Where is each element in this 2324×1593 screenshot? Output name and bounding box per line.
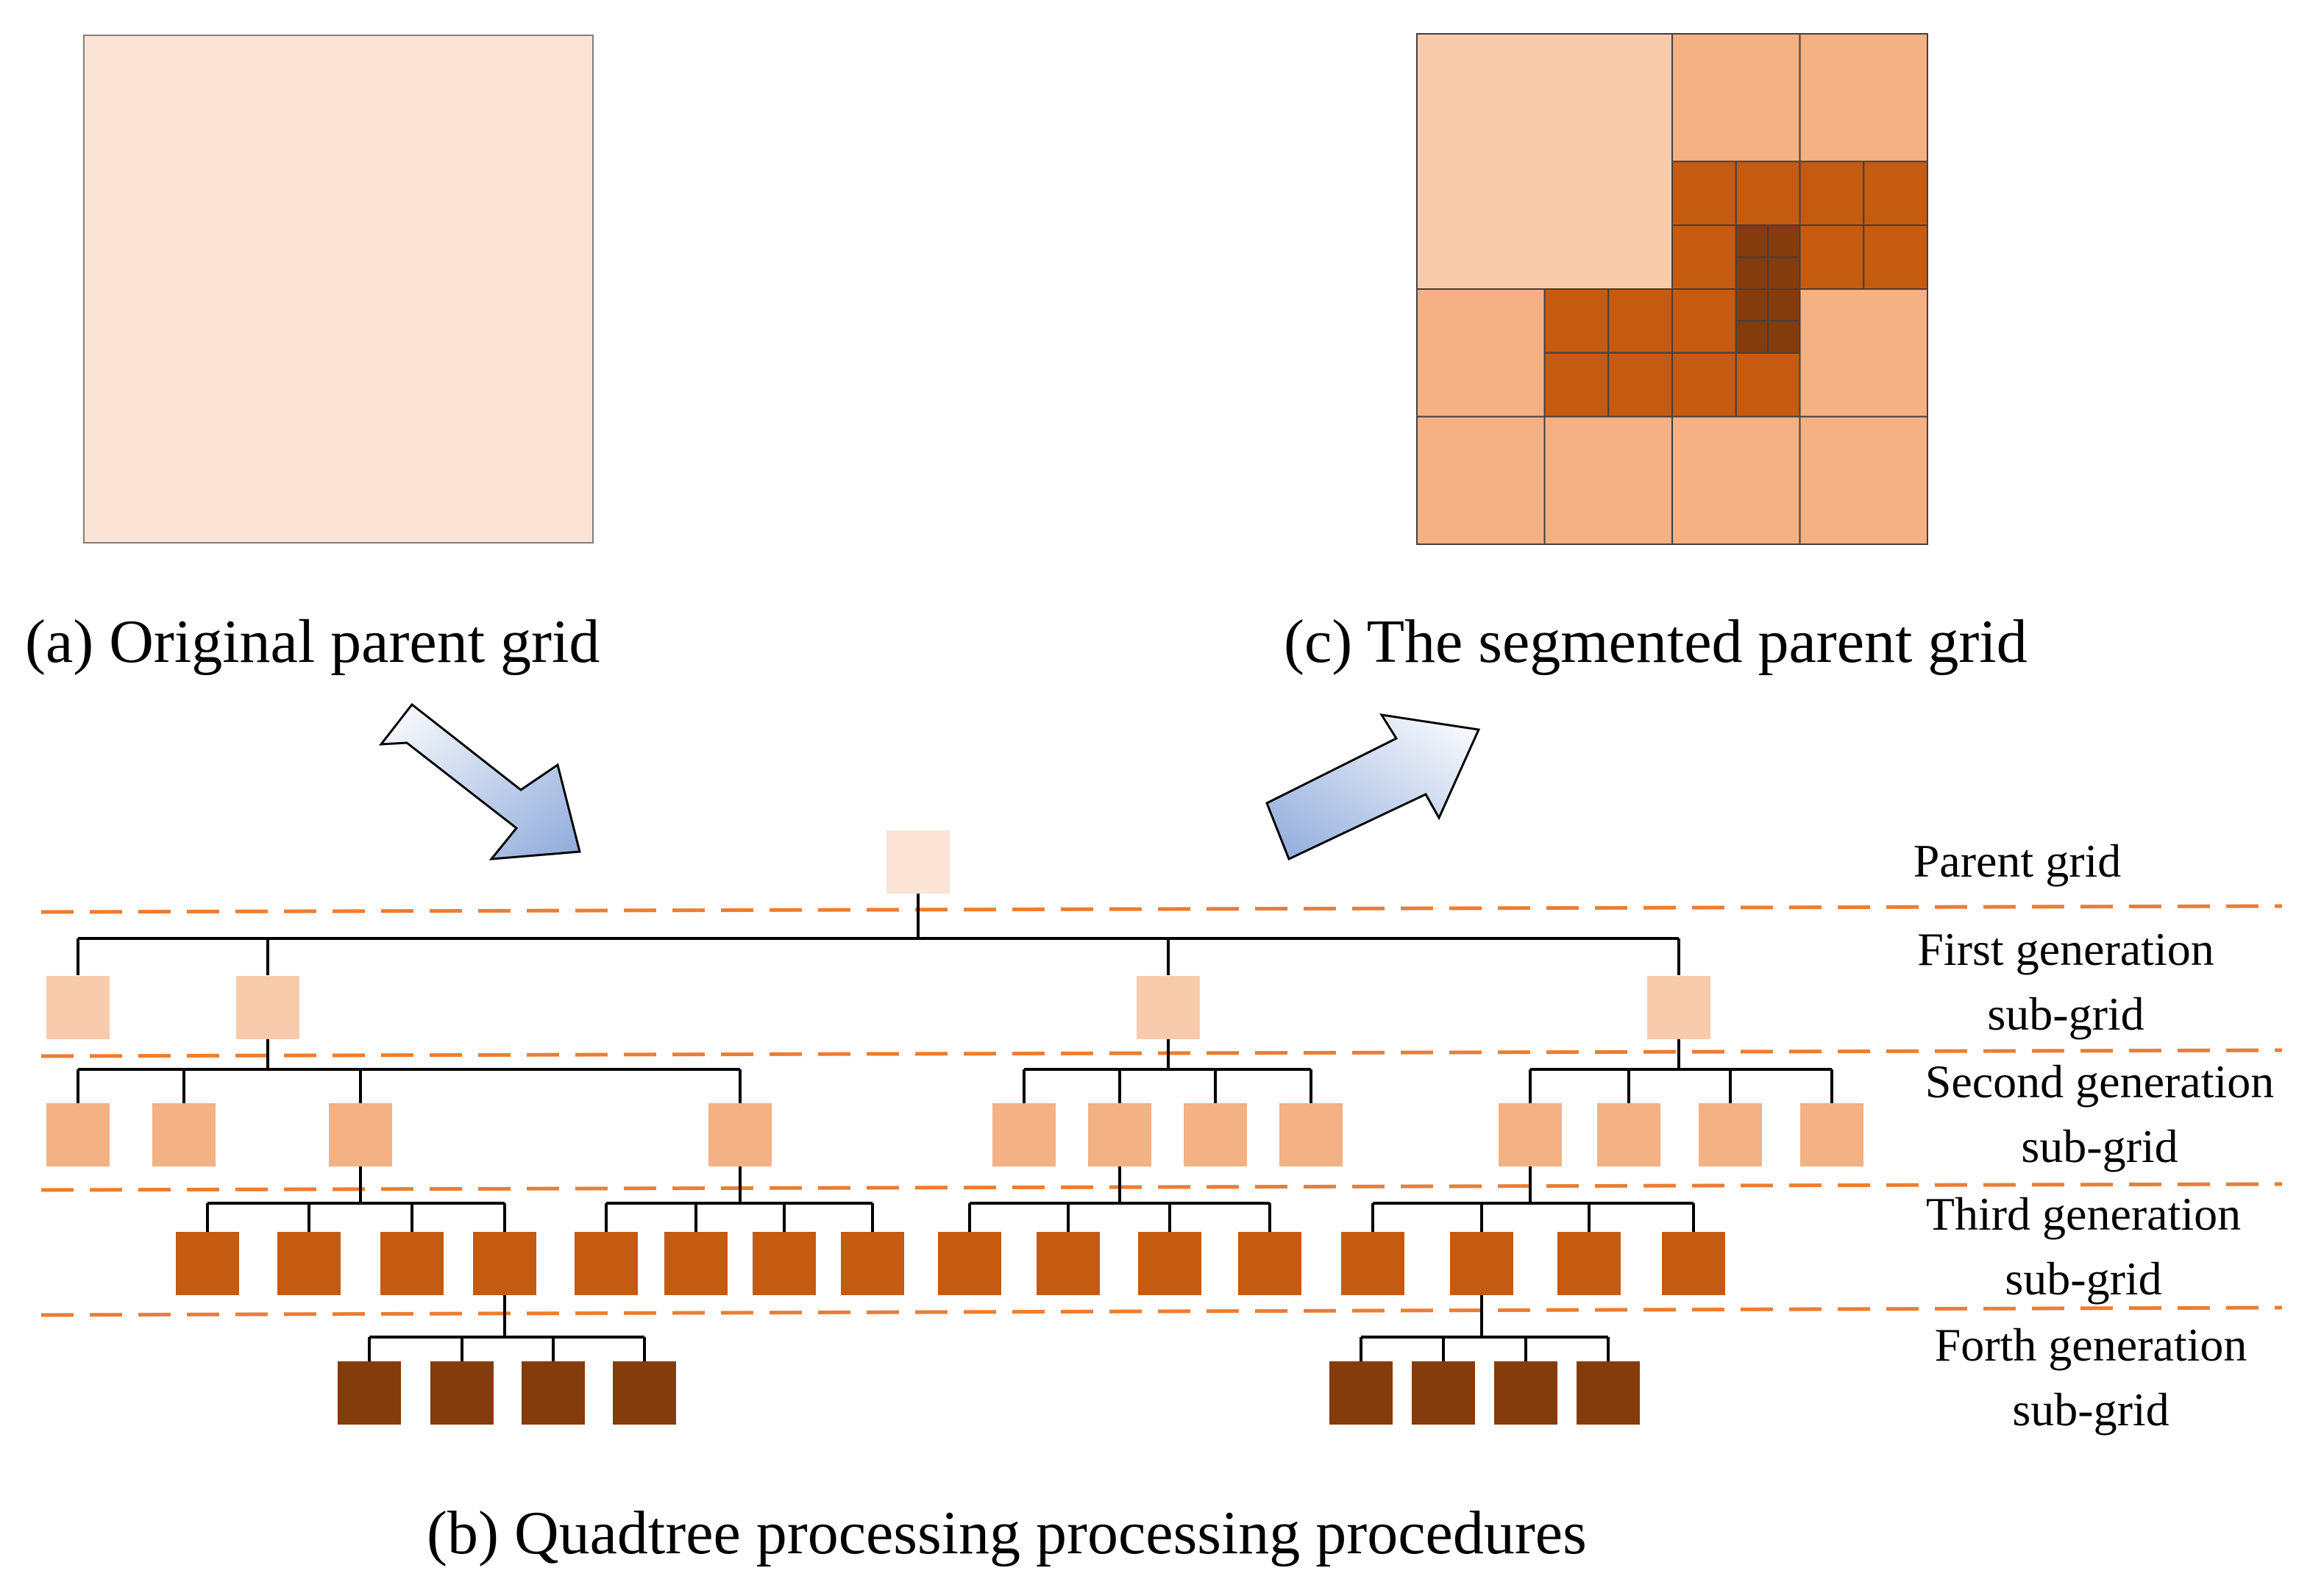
segmented-cell — [1863, 160, 1928, 227]
quadtree-nodes — [46, 830, 1863, 1425]
tree-node-level-2 — [992, 1103, 1056, 1166]
segmented-cell — [1799, 33, 1928, 163]
segmented-cell — [1416, 33, 1673, 290]
segmented-cell — [1799, 288, 1928, 418]
segmented-cell — [1416, 416, 1546, 545]
segmented-cell — [1735, 320, 1769, 354]
tree-node-level-4 — [522, 1361, 585, 1425]
caption-quadtree-procedures: (b) Quadtree processing processing proce… — [427, 1499, 1587, 1567]
tree-node-level-2 — [1184, 1103, 1247, 1166]
tree-node-level-2 — [1088, 1103, 1151, 1166]
segmented-cell — [1735, 224, 1769, 258]
arrow-right-down-icon — [378, 702, 581, 860]
generation-divider-line — [40, 904, 2283, 914]
arrow-right-up-icon — [1265, 713, 1481, 861]
segmented-cell — [1735, 256, 1769, 290]
tree-node-level-2 — [1597, 1103, 1660, 1166]
tree-node-level-3 — [1450, 1232, 1513, 1295]
tree-node-level-2 — [152, 1103, 216, 1166]
segmented-cell — [1799, 416, 1928, 545]
segmented-cell — [1767, 320, 1801, 354]
tree-node-level-4 — [613, 1361, 676, 1425]
tree-node-level-3 — [1662, 1232, 1725, 1295]
tree-node-level-3 — [380, 1232, 444, 1295]
tree-node-level-4 — [1329, 1361, 1393, 1425]
tree-node-level-3 — [473, 1232, 536, 1295]
segmented-cell — [1607, 288, 1673, 354]
tree-node-level-1 — [1647, 976, 1710, 1039]
segmented-cell — [1543, 352, 1610, 418]
caption-segmented-parent-grid: (c) The segmented parent grid — [1284, 607, 2028, 676]
tree-node-level-1 — [1137, 976, 1200, 1039]
tree-node-level-2 — [1699, 1103, 1762, 1166]
tree-node-level-2 — [46, 1103, 110, 1166]
tree-node-level-3 — [753, 1232, 816, 1295]
segmented-cell — [1543, 416, 1673, 545]
tree-node-level-3 — [938, 1232, 1001, 1295]
segmented-cell — [1799, 224, 1865, 290]
tree-node-level-1 — [46, 976, 110, 1039]
segmented-cell — [1735, 288, 1769, 322]
tree-node-level-4 — [1412, 1361, 1475, 1425]
tree-node-level-3 — [1341, 1232, 1404, 1295]
segmented-cell — [1671, 224, 1737, 290]
tree-node-level-4 — [1577, 1361, 1640, 1425]
generation-divider-line — [40, 1048, 2283, 1058]
segmented-cell — [1543, 288, 1610, 354]
tree-node-level-4 — [338, 1361, 401, 1425]
segmented-cell — [1799, 160, 1865, 227]
tree-node-level-2 — [1279, 1103, 1343, 1166]
tree-node-level-2 — [329, 1103, 392, 1166]
tree-node-level-2 — [1499, 1103, 1562, 1166]
tree-node-level-0 — [886, 830, 950, 894]
original-parent-grid — [83, 35, 594, 544]
tree-node-level-3 — [1238, 1232, 1301, 1295]
segmented-cell — [1671, 33, 1801, 163]
quadtree-connectors — [77, 894, 1833, 1361]
tree-node-level-3 — [277, 1232, 341, 1295]
tree-node-level-3 — [1037, 1232, 1100, 1295]
segmented-parent-grid — [1416, 33, 1928, 545]
segmented-cell — [1863, 224, 1928, 290]
caption-original-parent-grid: (a) Original parent grid — [25, 607, 600, 676]
tree-node-level-2 — [708, 1103, 772, 1166]
segmented-cell — [1671, 160, 1737, 227]
segmented-cell — [1735, 160, 1801, 227]
tree-node-level-2 — [1800, 1103, 1863, 1166]
tree-node-level-3 — [176, 1232, 239, 1295]
segmented-cell — [1767, 224, 1801, 258]
generation-divider-line — [40, 1182, 2283, 1192]
segmented-cell — [1767, 256, 1801, 290]
segmented-cell — [1671, 288, 1737, 354]
tree-node-level-3 — [1557, 1232, 1621, 1295]
segmented-cell — [1735, 352, 1801, 418]
generation-dividers — [40, 904, 2283, 1317]
segmented-cell — [1671, 416, 1801, 545]
tree-node-level-3 — [664, 1232, 728, 1295]
tree-node-level-1 — [236, 976, 299, 1039]
segmented-cell — [1607, 352, 1673, 418]
segmented-cell — [1671, 352, 1737, 418]
tree-node-level-3 — [841, 1232, 904, 1295]
segmented-cell — [1416, 288, 1546, 418]
tree-node-level-4 — [1494, 1361, 1557, 1425]
level-label-parent-grid: Parent grid — [1913, 835, 2122, 887]
tree-node-level-3 — [575, 1232, 638, 1295]
tree-node-level-4 — [430, 1361, 494, 1425]
generation-divider-line — [40, 1305, 2283, 1317]
segmented-cell — [1767, 288, 1801, 322]
tree-node-level-3 — [1138, 1232, 1201, 1295]
